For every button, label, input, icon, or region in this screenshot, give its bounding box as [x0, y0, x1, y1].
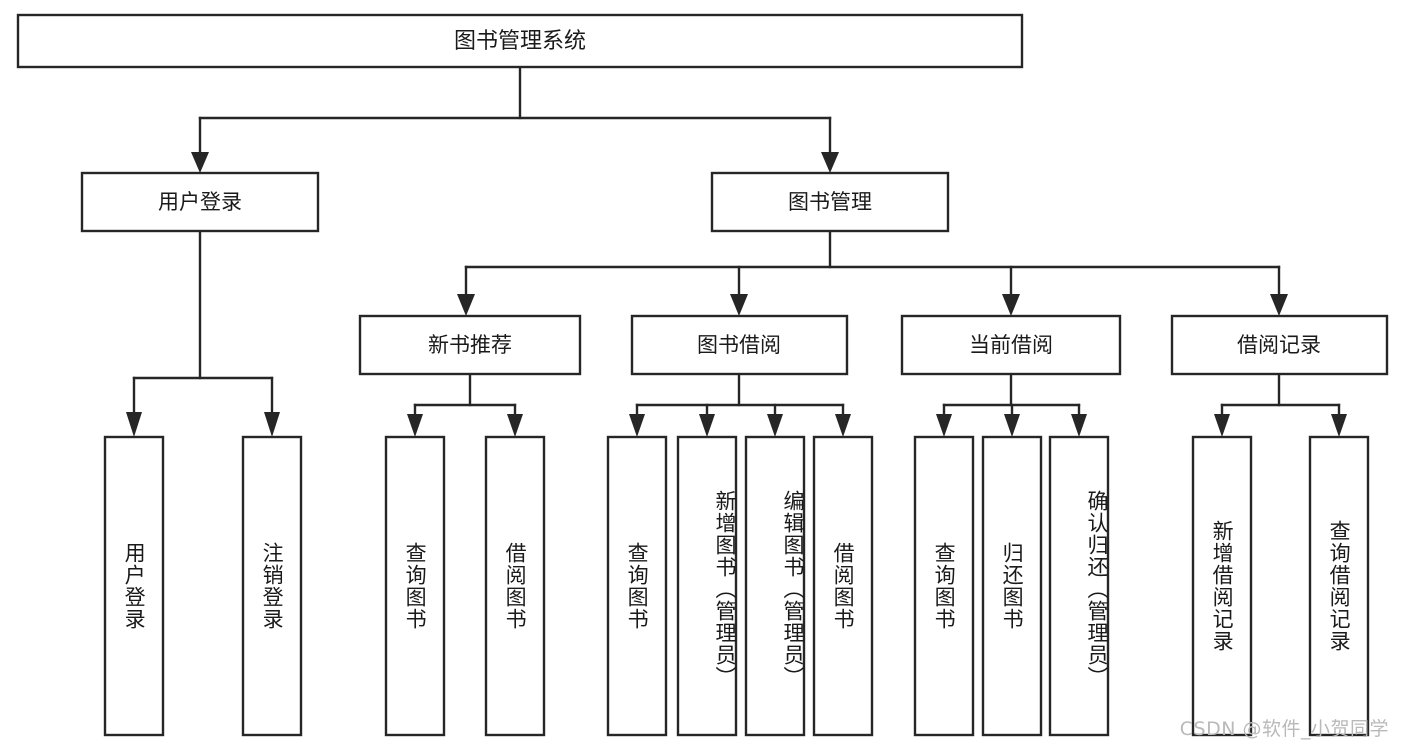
leaf-confirm-return-box[interactable]	[1048, 435, 1110, 737]
node-book-borrow-box[interactable]	[630, 314, 849, 376]
node-root[interactable]: 图书管理系统	[16, 13, 1024, 69]
arrow-l2a-to-leaf03	[407, 414, 423, 437]
arrow-l2c-to-leaf11	[1071, 414, 1087, 437]
leaf-return-book-box[interactable]	[981, 435, 1043, 737]
node-book-management-label: 图书管理	[788, 190, 872, 214]
arrow-l2b-to-leaf08	[835, 414, 851, 437]
arrow-l2a-to-leaf04	[507, 414, 523, 437]
arrow-l1b-to-l2b	[730, 294, 748, 316]
arrow-l1a-to-leaf02	[264, 412, 280, 437]
arrow-l2c-to-leaf09	[936, 414, 952, 437]
node-new-book-recommend[interactable]: 新书推荐	[358, 314, 582, 376]
node-user-login-label: 用户登录	[158, 190, 242, 214]
arrow-l1b-to-l2c	[1002, 294, 1020, 316]
leaf-query-book-rec-box[interactable]	[384, 435, 446, 737]
node-new-book-recommend-box[interactable]	[358, 314, 582, 376]
leaf-borrow-book-rec-box[interactable]	[484, 435, 546, 737]
leaf-borrow-book-brw-box[interactable]	[812, 435, 874, 737]
nodes-layer: 图书管理系统 用户登录 图书管理 新书推荐 图书借阅 当前	[16, 13, 1389, 737]
node-user-login-box[interactable]	[80, 171, 320, 233]
node-root-box[interactable]	[16, 13, 1024, 69]
node-current-borrow-box[interactable]	[900, 314, 1122, 376]
arrow-l1b-to-l2d	[1270, 294, 1288, 316]
leaf-query-borrow-rec-box[interactable]	[1308, 435, 1370, 737]
node-borrow-record-label: 借阅记录	[1237, 333, 1321, 357]
leaf-query-book-cur-box[interactable]	[913, 435, 975, 737]
node-book-borrow-label: 图书借阅	[697, 333, 781, 357]
node-root-label: 图书管理系统	[454, 29, 586, 54]
node-book-management-box[interactable]	[710, 171, 950, 233]
node-user-login[interactable]: 用户登录	[80, 171, 320, 233]
node-current-borrow[interactable]: 当前借阅	[900, 314, 1122, 376]
node-book-management[interactable]: 图书管理	[710, 171, 950, 233]
node-borrow-record[interactable]: 借阅记录	[1170, 314, 1389, 376]
leaf-user-login-box[interactable]	[103, 435, 165, 737]
arrow-l1b-to-l2a	[457, 294, 475, 316]
leaf-edit-book-box[interactable]	[744, 435, 806, 737]
node-current-borrow-label: 当前借阅	[969, 333, 1053, 357]
arrow-l2c-to-leaf10	[1004, 414, 1020, 437]
leaf-add-borrow-record-box[interactable]	[1191, 435, 1253, 737]
arrow-l2b-to-leaf06	[699, 414, 715, 437]
arrow-l2d-to-leaf13	[1331, 414, 1347, 437]
connectors-layer	[126, 65, 1347, 437]
node-borrow-record-box[interactable]	[1170, 314, 1389, 376]
node-book-borrow[interactable]: 图书借阅	[630, 314, 849, 376]
arrow-root-to-l1a	[191, 152, 209, 173]
leaf-query-book-brw-box[interactable]	[606, 435, 668, 737]
arrow-l2d-to-leaf12	[1214, 414, 1230, 437]
node-new-book-recommend-label: 新书推荐	[428, 333, 512, 357]
arrow-l2b-to-leaf07	[767, 414, 783, 437]
arrow-root-to-l1b	[821, 152, 839, 173]
leaf-add-book-box[interactable]	[676, 435, 738, 737]
csdn-watermark: CSDN @软件_小贺同学	[1179, 718, 1389, 740]
leaf-logout-box[interactable]	[241, 435, 303, 737]
arrow-l1a-to-leaf01	[126, 412, 142, 437]
arrow-l2b-to-leaf05	[629, 414, 645, 437]
